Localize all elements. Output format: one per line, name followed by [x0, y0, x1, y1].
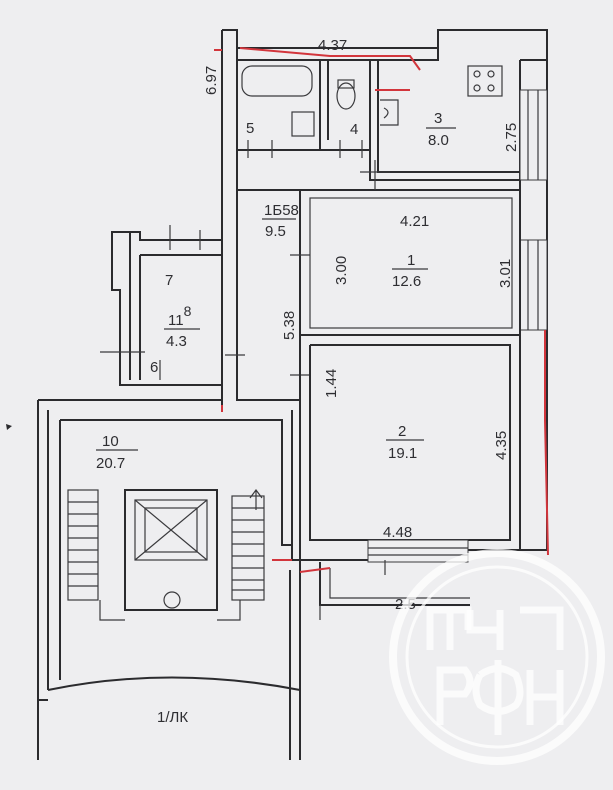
room-3-kitchen — [369, 60, 520, 181]
dim-top-width: 4.37 — [318, 37, 347, 54]
window-right-top — [519, 89, 548, 181]
floor-annotation: 1/ЛК — [157, 709, 188, 726]
storage-rooms — [100, 225, 222, 386]
dim-room3-right: 2.75 — [503, 123, 520, 152]
room-2 — [291, 334, 521, 563]
wash-basin-icon — [291, 111, 315, 137]
window-right-mid — [519, 239, 548, 331]
dim-small-height: 1.44 — [323, 369, 340, 398]
dim-corridor: 5.38 — [281, 311, 298, 340]
exterior-walls — [221, 29, 548, 551]
dim-room1-right: 3.01 — [497, 259, 514, 288]
room-2-area: 19.1 — [388, 445, 417, 462]
watermark-logo — [389, 549, 605, 765]
room-labels: 3 8.0 5 4 1Б58 9.5 1 12.6 7 118 4.3 6 2 … — [96, 110, 456, 726]
room-1-area: 12.6 — [392, 273, 421, 290]
toilet-icon — [336, 82, 356, 110]
room-3-number: 3 — [434, 110, 442, 127]
room-3-area: 8.0 — [428, 132, 449, 149]
door-marks — [247, 140, 390, 575]
dimension-labels: 4.37 6.97 2.75 4.21 3.00 3.01 5.38 1.44 … — [203, 37, 520, 613]
bathrooms — [237, 60, 370, 151]
pen-mark — [6, 424, 12, 430]
room-1-number: 1 — [407, 252, 415, 269]
stairwell-10 — [37, 399, 301, 760]
dim-room1-top: 4.21 — [400, 213, 429, 230]
balcony — [319, 562, 470, 620]
room-6-number: 6 — [150, 359, 158, 376]
room-4-number: 4 — [350, 121, 358, 138]
chute-icon — [163, 591, 181, 609]
window-bottom — [367, 539, 469, 563]
dim-room2-bottom: 4.48 — [383, 524, 412, 541]
room-10-area: 20.7 — [96, 455, 125, 472]
dim-left-top: 6.97 — [203, 66, 220, 95]
dim-room1-left: 3.00 — [333, 256, 350, 285]
stairs-left — [67, 489, 99, 601]
red-marks — [214, 47, 549, 573]
room-10-number: 10 — [102, 433, 119, 450]
room-9-number: 1Б58 — [264, 202, 299, 219]
kitchen-sink-icon — [380, 99, 399, 126]
room-9-area: 9.5 — [265, 223, 286, 240]
room-2-number: 2 — [398, 423, 406, 440]
bathtub-icon — [241, 65, 313, 97]
room-8-area: 4.3 — [166, 333, 187, 350]
room-5-number: 5 — [246, 120, 254, 137]
elevator-shaft — [124, 489, 218, 611]
room-7-number: 7 — [165, 272, 173, 289]
room-8-number: 118 — [168, 303, 192, 329]
dim-room2-right: 4.35 — [493, 431, 510, 460]
stairs-right — [231, 489, 265, 601]
stove-icon — [467, 65, 503, 97]
